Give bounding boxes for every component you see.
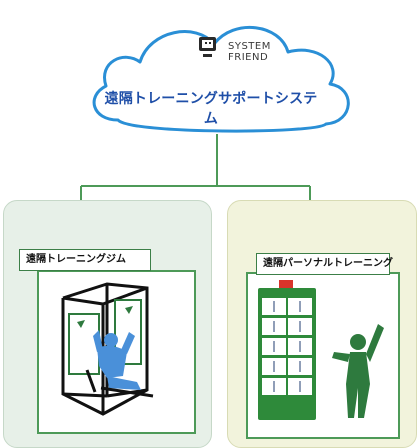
booth-screen-left [68,313,100,375]
exercise-thumbnail-figures [273,301,301,392]
system-title: 遠隔トレーニングサポートシステム [104,91,318,127]
screen-badge-icon [279,280,293,288]
brand-name-line2: FRIEND [228,52,269,63]
remote-personal-training-label: 遠隔パーソナルトレーニング [256,253,393,275]
system-friend-logo-icon [199,37,216,57]
cloud-shape [92,25,350,133]
remote-gym-label: 遠隔トレーニングジム [19,249,151,271]
bench-icon [85,369,154,398]
trainer-silhouette-icon [332,324,384,418]
personal-training-illustration [258,280,384,420]
brand-name-line1: SYSTEM [228,41,271,52]
exercising-person-icon [93,330,141,390]
gym-booth-illustration [61,282,154,416]
